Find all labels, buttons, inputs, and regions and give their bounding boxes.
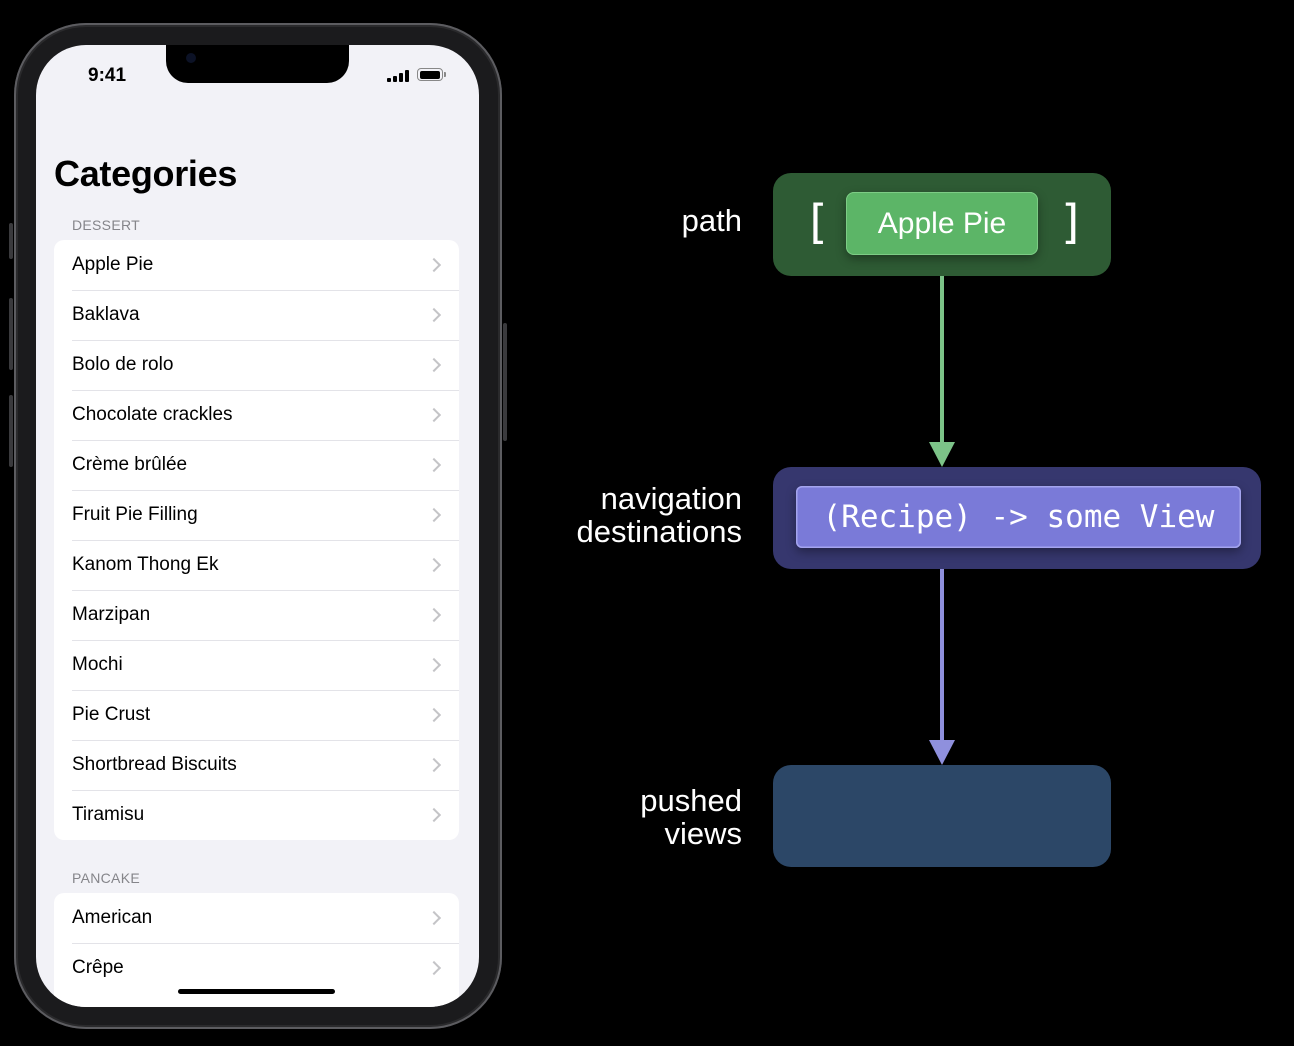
list-item[interactable]: American <box>54 893 459 943</box>
list-item[interactable]: Chocolate crackles <box>54 390 459 440</box>
list-item[interactable]: Bolo de rolo <box>54 340 459 390</box>
pancake-list: American Crêpe <box>54 893 459 1007</box>
cellular-signal-icon <box>387 70 411 82</box>
pushed-views-label: pushed views <box>640 784 742 850</box>
list-item[interactable]: Fruit Pie Filling <box>54 490 459 540</box>
volume-down-button <box>9 395 13 467</box>
list-item[interactable]: Kanom Thong Ek <box>54 540 459 590</box>
list-item-label: American <box>72 907 153 928</box>
list-item[interactable]: Crème brûlée <box>54 440 459 490</box>
path-box: [ Apple Pie ] <box>773 173 1111 276</box>
section-header-pancake: PANCAKE <box>72 870 140 886</box>
list-item-label: Shortbread Biscuits <box>72 754 237 775</box>
side-button <box>503 323 507 441</box>
list-item[interactable]: Pie Crust <box>54 690 459 740</box>
list-item-label: Crêpe <box>72 957 124 978</box>
open-bracket: [ <box>803 195 831 249</box>
status-time: 9:41 <box>88 65 127 86</box>
list-item-label: Bolo de rolo <box>72 354 174 375</box>
navigation-destinations-label: navigation destinations <box>577 482 742 548</box>
list-item-label: Pie Crust <box>72 704 151 725</box>
list-item-label: Marzipan <box>72 604 151 625</box>
pushed-label-line2: views <box>664 816 742 851</box>
silent-switch <box>9 223 13 259</box>
battery-icon <box>417 68 446 81</box>
nav-label-line1: navigation <box>600 481 742 516</box>
list-item[interactable]: Baklava <box>54 290 459 340</box>
list-item[interactable]: Crêpe <box>54 943 459 993</box>
list-item[interactable]: Mochi <box>54 640 459 690</box>
list-item[interactable]: Tiramisu <box>54 790 459 840</box>
list-item-label: Crème brûlée <box>72 454 188 475</box>
path-label: path <box>682 204 742 237</box>
close-bracket: ] <box>1058 195 1086 249</box>
pushed-label-line1: pushed <box>640 783 742 818</box>
pushed-views-box <box>773 765 1111 867</box>
list-item-label: Chocolate crackles <box>72 404 233 425</box>
section-header-dessert: DESSERT <box>72 217 140 233</box>
destinations-arrowhead <box>929 740 955 765</box>
volume-up-button <box>9 298 13 370</box>
nav-label-line2: destinations <box>576 514 742 549</box>
list-item-label: Tiramisu <box>72 804 145 825</box>
path-label-text: path <box>681 203 742 238</box>
page-title: Categories <box>54 153 238 194</box>
list-item-label: Baklava <box>72 304 140 325</box>
navigation-destinations-box: (Recipe) -> some View <box>773 467 1261 569</box>
dessert-list: Apple Pie Baklava Bolo de rolo Chocolate… <box>54 240 459 840</box>
phone-screen: 9:41 Categories DESSERT Apple Pie Baklav… <box>36 45 479 1007</box>
list-item[interactable]: Apple Pie <box>54 240 459 290</box>
list-item-label: Fruit Pie Filling <box>72 504 198 525</box>
list-item[interactable]: Shortbread Biscuits <box>54 740 459 790</box>
camera-icon <box>186 53 196 63</box>
list-item-label: Apple Pie <box>72 254 154 275</box>
home-indicator[interactable] <box>178 989 335 994</box>
list-item[interactable]: Marzipan <box>54 590 459 640</box>
destination-chip: (Recipe) -> some View <box>796 486 1241 548</box>
path-item-chip: Apple Pie <box>846 192 1038 255</box>
notch <box>166 45 349 83</box>
list-item-label: Kanom Thong Ek <box>72 554 219 575</box>
path-arrowhead <box>929 442 955 467</box>
list-item-label: Mochi <box>72 654 123 675</box>
